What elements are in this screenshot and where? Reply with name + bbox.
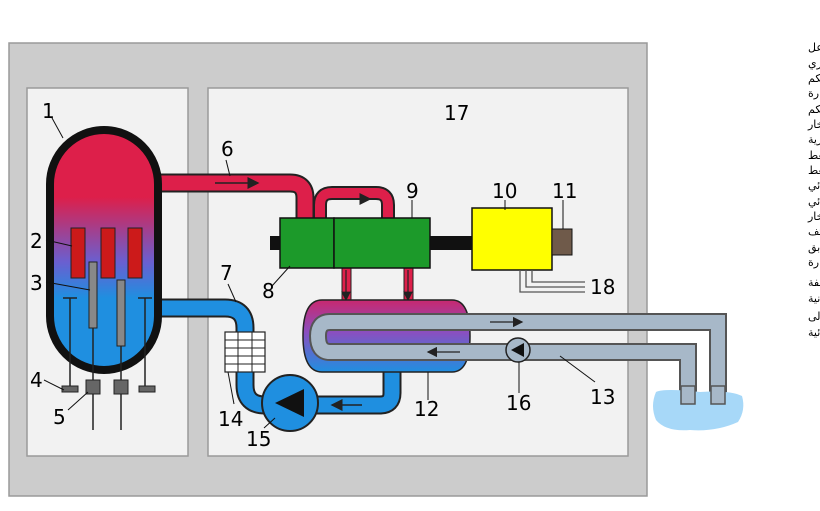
legend-item: 10. مولد كهربائي — [808, 179, 820, 192]
callout-5: 5 — [53, 405, 66, 429]
exciter — [551, 228, 573, 256]
legend-item: 11. محفز المولد الكهربائي — [808, 195, 820, 208]
control-rod — [100, 227, 116, 279]
cooling-lake — [653, 390, 744, 431]
legend-item: 16.مضخة المياه الباردة المكثفة — [808, 276, 820, 289]
recirculation-pump — [61, 385, 79, 393]
fuel-element — [116, 279, 126, 347]
callout-3: 3 — [30, 271, 43, 295]
legend-item: 7. معبر المياه الجارية — [808, 133, 820, 146]
legend-item: 12. مكثف البخار — [807, 210, 820, 223]
callout-2: 2 — [30, 229, 43, 253]
callout-9: 9 — [406, 179, 419, 203]
callout-13: 13 — [590, 385, 615, 409]
low-pressure-turbine — [333, 217, 431, 269]
fuel-element — [88, 261, 98, 329]
callout-12: 12 — [414, 397, 439, 421]
legend-item: 1. وعاء المفاعل — [808, 41, 820, 54]
preheater — [224, 331, 266, 373]
callout-8: 8 — [262, 279, 275, 303]
legend-item: 17. الحجرة الخرسانية — [808, 292, 820, 305]
control-rod — [70, 227, 86, 279]
legend-item: 4.المضخات الدوارة — [808, 87, 820, 100]
recirculation-pump — [138, 385, 156, 393]
legend-item: 13. المياه الباردة للمكثف — [808, 225, 820, 238]
callout-4: 4 — [30, 368, 43, 392]
callout-11: 11 — [552, 179, 577, 203]
control-rod-drive — [113, 379, 129, 395]
legend-item: 6. البخار — [807, 118, 820, 131]
legend-item: 14. المسخن السابق — [808, 241, 820, 255]
callout-10: 10 — [492, 179, 517, 203]
callout-14: 14 — [218, 407, 243, 431]
legend-item: 8.العنفة عالية الضغط — [808, 149, 820, 162]
legend-item: 15. مضخة المياه الدوارة — [808, 256, 820, 269]
control-rod — [127, 227, 143, 279]
callout-6: 6 — [221, 137, 234, 161]
legend-item: 2. عنصر الوقود المركزي — [808, 57, 820, 70]
generator — [471, 207, 553, 271]
callout-16: 16 — [506, 391, 531, 415]
legend-item: 3. عنصر قضيب التحكم — [808, 72, 820, 85]
condenser — [302, 299, 471, 373]
control-rod-drive — [85, 379, 101, 395]
callout-15: 15 — [246, 427, 271, 451]
legend-item: الشبكة الكهربائية — [808, 326, 820, 339]
legend-item: 5. محركات قضيب التحكم — [808, 103, 820, 116]
callout-18: 18 — [590, 275, 615, 299]
callout-17: 17 — [444, 101, 469, 125]
legend-item: 9.العنفة منخفضة الضغط — [808, 164, 820, 177]
legend: 1. وعاء المفاعل 2. عنصر الوقود المركزي 3… — [807, 41, 820, 339]
callout-1: 1 — [42, 99, 55, 123]
grid-connection-lines — [519, 270, 585, 293]
legend-item: 18. الوصلات إلى — [808, 310, 820, 323]
callout-7: 7 — [220, 261, 233, 285]
high-pressure-turbine — [279, 217, 335, 269]
